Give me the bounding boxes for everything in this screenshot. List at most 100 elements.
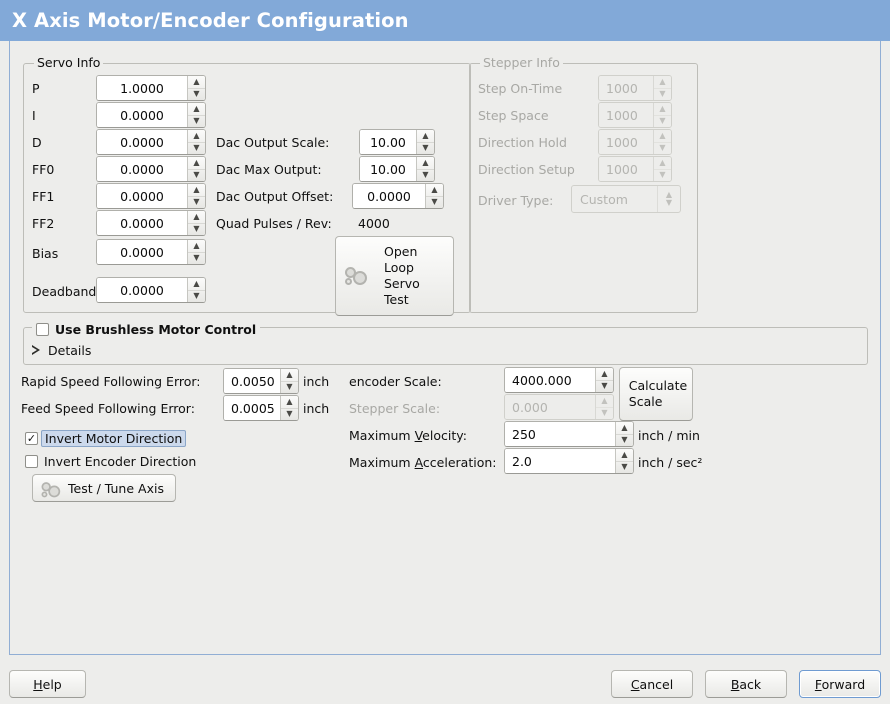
servo-input-i-arrows[interactable]: ▲ ▼ [187,103,205,127]
feed-following-error-arrows[interactable]: ▲ ▼ [280,396,298,420]
servo-input-deadband[interactable]: 0.0000 ▲ ▼ [96,277,206,303]
back-button[interactable]: Back [705,670,787,698]
direction-hold-arrows[interactable]: ▲ ▼ [653,130,671,154]
servo-input-ff2-arrows[interactable]: ▲ ▼ [187,211,205,235]
servo-input-i[interactable]: 0.0000 ▲ ▼ [96,102,206,128]
servo-input-d-arrows[interactable]: ▲ ▼ [187,130,205,154]
step-space-arrows[interactable]: ▲ ▼ [653,103,671,127]
checkbox-box[interactable] [36,323,49,336]
help-button[interactable]: Help [9,670,86,698]
dac-max-output-arrows[interactable]: ▲ ▼ [416,157,434,181]
spin-up-icon[interactable]: ▲ [193,211,200,221]
spin-up-icon[interactable]: ▲ [422,130,429,140]
step-on-time-input[interactable]: 1000 ▲ ▼ [598,75,672,101]
stepper-scale-arrows[interactable]: ▲ ▼ [595,395,613,419]
direction-setup-arrows[interactable]: ▲ ▼ [653,157,671,181]
spin-down-icon[interactable]: ▼ [616,460,633,474]
spin-up-icon[interactable]: ▲ [193,157,200,167]
servo-input-bias-arrows[interactable]: ▲ ▼ [187,240,205,264]
dac-output-offset-input[interactable]: 0.0000 ▲ ▼ [352,183,444,209]
spin-down-icon[interactable]: ▼ [596,379,613,393]
spin-down-icon[interactable]: ▼ [596,406,613,420]
checkbox-box-checked[interactable]: ✓ [25,432,38,445]
spin-down-icon[interactable]: ▼ [281,407,298,421]
spin-up-icon[interactable]: ▲ [621,449,628,459]
servo-input-ff2[interactable]: 0.0000 ▲ ▼ [96,210,206,236]
spin-up-icon[interactable]: ▲ [659,130,666,140]
step-space-input[interactable]: 1000 ▲ ▼ [598,102,672,128]
open-loop-servo-test-button[interactable]: Open Loop Servo Test [335,236,454,316]
spin-up-icon[interactable]: ▲ [422,157,429,167]
use-brushless-motor-control-checkbox[interactable]: Use Brushless Motor Control [32,322,261,337]
spin-up-icon[interactable]: ▲ [193,103,200,113]
spin-down-icon[interactable]: ▼ [654,168,671,182]
checkbox-box[interactable] [25,455,38,468]
spin-up-icon[interactable]: ▲ [193,278,200,288]
spin-up-icon[interactable]: ▲ [286,369,293,379]
spin-down-icon[interactable]: ▼ [188,289,205,303]
spin-down-icon[interactable]: ▼ [426,195,443,209]
spin-up-icon[interactable]: ▲ [659,157,666,167]
stepper-scale-input[interactable]: 0.000 ▲ ▼ [504,394,614,420]
spin-down-icon[interactable]: ▼ [654,87,671,101]
spin-down-icon[interactable]: ▼ [654,114,671,128]
spin-down-icon[interactable]: ▼ [188,141,205,155]
servo-input-d[interactable]: 0.0000 ▲ ▼ [96,129,206,155]
invert-encoder-direction-checkbox[interactable]: Invert Encoder Direction [25,454,196,469]
servo-input-bias[interactable]: 0.0000 ▲ ▼ [96,239,206,265]
step-on-time-arrows[interactable]: ▲ ▼ [653,76,671,100]
spin-up-icon[interactable]: ▲ [621,422,628,432]
forward-button[interactable]: Forward [799,670,881,698]
dac-output-scale-input[interactable]: 10.00 ▲ ▼ [359,129,435,155]
encoder-scale-input[interactable]: 4000.000 ▲ ▼ [504,367,614,393]
spin-up-icon[interactable]: ▲ [286,396,293,406]
driver-type-value: Custom [580,191,628,207]
dac-output-scale-arrows[interactable]: ▲ ▼ [416,130,434,154]
calculate-scale-button[interactable]: Calculate Scale [619,367,693,421]
spin-up-icon[interactable]: ▲ [193,240,200,250]
spin-up-icon[interactable]: ▲ [601,395,608,405]
test-tune-axis-button[interactable]: Test / Tune Axis [32,474,176,502]
spin-down-icon[interactable]: ▼ [417,168,434,182]
spin-up-icon[interactable]: ▲ [193,130,200,140]
cancel-button[interactable]: Cancel [611,670,693,698]
spin-up-icon[interactable]: ▲ [601,368,608,378]
driver-type-select[interactable]: Custom ▲▼ [571,185,681,213]
invert-motor-direction-checkbox[interactable]: ✓ Invert Motor Direction [25,430,187,447]
servo-input-ff1[interactable]: 0.0000 ▲ ▼ [96,183,206,209]
maximum-acceleration-arrows[interactable]: ▲ ▼ [615,449,633,473]
spin-down-icon[interactable]: ▼ [616,433,633,447]
details-expander[interactable]: Details [32,343,91,358]
maximum-acceleration-input[interactable]: 2.0 ▲ ▼ [504,448,634,474]
servo-input-p-arrows[interactable]: ▲ ▼ [187,76,205,100]
rapid-following-error-arrows[interactable]: ▲ ▼ [280,369,298,393]
dac-max-output-input[interactable]: 10.00 ▲ ▼ [359,156,435,182]
spin-up-icon[interactable]: ▲ [659,103,666,113]
encoder-scale-arrows[interactable]: ▲ ▼ [595,368,613,392]
servo-input-deadband-arrows[interactable]: ▲ ▼ [187,278,205,302]
spin-up-icon[interactable]: ▲ [193,184,200,194]
spin-down-icon[interactable]: ▼ [417,141,434,155]
spin-up-icon[interactable]: ▲ [193,76,200,86]
servo-input-p[interactable]: 1.0000 ▲ ▼ [96,75,206,101]
servo-input-ff1-arrows[interactable]: ▲ ▼ [187,184,205,208]
rapid-following-error-input[interactable]: 0.0050 ▲ ▼ [223,368,299,394]
direction-hold-input[interactable]: 1000 ▲ ▼ [598,129,672,155]
spin-down-icon[interactable]: ▼ [188,222,205,236]
spin-down-icon[interactable]: ▼ [281,380,298,394]
maximum-velocity-input[interactable]: 250 ▲ ▼ [504,421,634,447]
maximum-velocity-arrows[interactable]: ▲ ▼ [615,422,633,446]
spin-down-icon[interactable]: ▼ [654,141,671,155]
servo-input-ff0-arrows[interactable]: ▲ ▼ [187,157,205,181]
spin-down-icon[interactable]: ▼ [188,114,205,128]
spin-up-icon[interactable]: ▲ [659,76,666,86]
spin-down-icon[interactable]: ▼ [188,168,205,182]
servo-input-ff0[interactable]: 0.0000 ▲ ▼ [96,156,206,182]
spin-down-icon[interactable]: ▼ [188,87,205,101]
dac-output-offset-arrows[interactable]: ▲ ▼ [425,184,443,208]
direction-setup-input[interactable]: 1000 ▲ ▼ [598,156,672,182]
spin-down-icon[interactable]: ▼ [188,251,205,265]
spin-up-icon[interactable]: ▲ [431,184,438,194]
feed-following-error-input[interactable]: 0.0005 ▲ ▼ [223,395,299,421]
spin-down-icon[interactable]: ▼ [188,195,205,209]
